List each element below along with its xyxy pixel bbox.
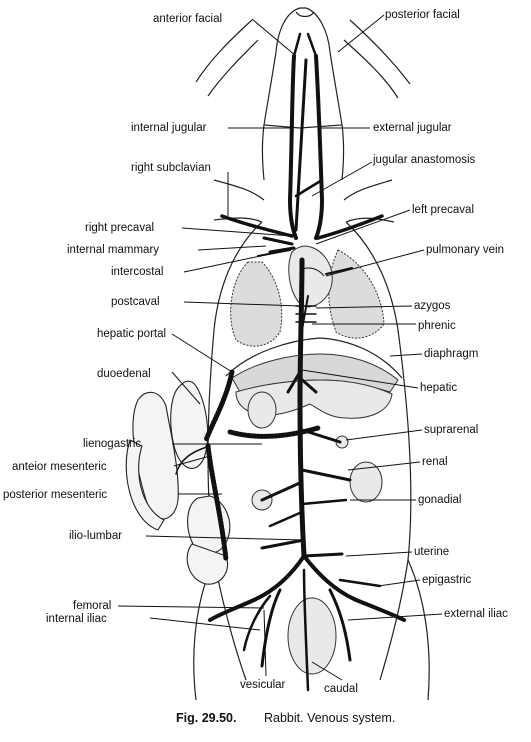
label-azygos: azygos: [414, 300, 451, 312]
label-external-jugular: external jugular: [373, 122, 452, 134]
label-epigastric: epigastric: [422, 574, 471, 586]
kidneys: [247, 391, 383, 511]
heart: [288, 245, 333, 308]
leader-lines: [117, 14, 443, 681]
label-duoedenal: duoedenal: [97, 368, 151, 380]
label-uterine: uterine: [414, 546, 449, 558]
label-lienogastric: lienogastric: [83, 438, 141, 450]
label-pulmonary-vein: pulmonary vein: [426, 244, 504, 256]
label-renal: renal: [422, 456, 448, 468]
label-anteior-mesenteric: anteior mesenteric: [12, 461, 107, 473]
label-anterior-facial: anterior facial: [153, 13, 222, 25]
label-jugular-anastomosis: jugular anastomosis: [372, 154, 476, 166]
labels: anterior facial posterior facial interna…: [3, 9, 508, 695]
label-intercostal: intercostal: [111, 266, 163, 278]
label-postcaval: postcaval: [111, 296, 160, 308]
label-right-precaval: right precaval: [85, 222, 154, 234]
label-suprarenal: suprarenal: [424, 424, 478, 436]
caption-number: Fig. 29.50.: [176, 711, 236, 725]
label-diaphragm: diaphragm: [424, 348, 478, 360]
label-internal-mammary: internal mammary: [67, 244, 159, 256]
label-ilio-lumbar: ilio-lumbar: [69, 530, 122, 542]
label-internal-jugular: internal jugular: [131, 122, 207, 134]
label-vesicular: vesicular: [240, 679, 286, 691]
figure-caption: Fig. 29.50. Rabbit. Venous system.: [176, 711, 395, 725]
label-internal-iliac: internal iliac: [46, 613, 107, 625]
label-caudal: caudal: [324, 683, 358, 695]
label-gonadial: gonadial: [418, 494, 461, 506]
label-femoral: femoral: [73, 600, 111, 612]
label-phrenic: phrenic: [418, 320, 456, 332]
label-left-precaval: left precaval: [412, 204, 474, 216]
label-posterior-facial: posterior facial: [385, 9, 460, 21]
veins: [175, 32, 406, 692]
label-hepatic-portal: hepatic portal: [97, 328, 166, 340]
label-hepatic: hepatic: [420, 382, 457, 394]
caption-text: Rabbit. Venous system.: [264, 711, 395, 725]
label-external-iliac: external iliac: [444, 608, 508, 620]
label-posterior-mesenteric: posterior mesenteric: [3, 489, 107, 501]
label-right-subclavian: right subclavian: [131, 162, 211, 174]
